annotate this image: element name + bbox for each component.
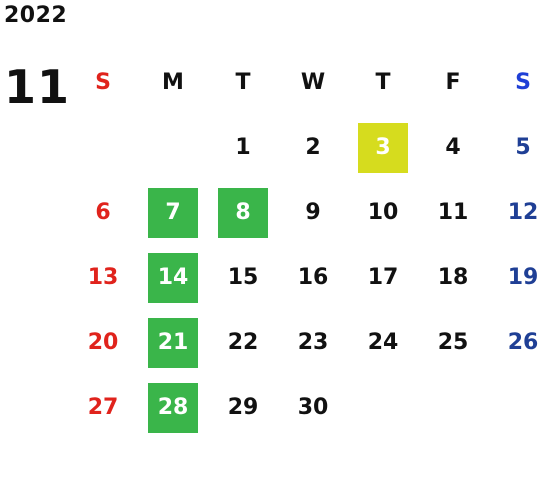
day-number: 13: [87, 265, 119, 290]
day-number: 7: [148, 187, 198, 238]
day-number: 29: [227, 395, 259, 420]
empty-day-cell: [348, 375, 418, 440]
weekday-saturday: S: [515, 70, 531, 95]
day-number: 2: [305, 135, 321, 160]
empty-day-cell: [68, 115, 138, 180]
day-cell[interactable]: 5: [488, 115, 548, 180]
day-number: 3: [358, 122, 408, 173]
day-number: 5: [515, 135, 531, 160]
day-cell[interactable]: 17: [348, 245, 418, 310]
day-cell[interactable]: 28: [138, 375, 208, 440]
day-number: 21: [148, 317, 198, 368]
day-number: [148, 123, 198, 173]
day-cell[interactable]: 16: [278, 245, 348, 310]
day-cell[interactable]: 22: [208, 310, 278, 375]
weekday-wednesday: W: [300, 70, 326, 95]
day-number: 1: [235, 135, 251, 160]
day-cell[interactable]: 20: [68, 310, 138, 375]
day-cell[interactable]: 10: [348, 180, 418, 245]
day-cell[interactable]: 30: [278, 375, 348, 440]
day-cell[interactable]: 3: [348, 115, 418, 180]
day-number: [78, 123, 128, 173]
day-number: 19: [507, 265, 539, 290]
day-cell[interactable]: 21: [138, 310, 208, 375]
day-cell[interactable]: 15: [208, 245, 278, 310]
weekday-sunday: S: [95, 70, 111, 95]
weekday-thursday: T: [375, 70, 391, 95]
day-cell[interactable]: 23: [278, 310, 348, 375]
day-number: 12: [507, 200, 539, 225]
day-number: 11: [437, 200, 469, 225]
day-number: 6: [95, 200, 111, 225]
day-cell[interactable]: 6: [68, 180, 138, 245]
empty-day-cell: [418, 375, 488, 440]
empty-day-cell: [138, 115, 208, 180]
day-number: 20: [87, 330, 119, 355]
day-cell[interactable]: 25: [418, 310, 488, 375]
day-cell[interactable]: 12: [488, 180, 548, 245]
day-number: 9: [305, 200, 321, 225]
day-cell[interactable]: 26: [488, 310, 548, 375]
year-label: 2022: [4, 3, 68, 28]
weekday-tuesday: T: [235, 70, 251, 95]
day-number: 17: [367, 265, 399, 290]
day-number: 10: [367, 200, 399, 225]
weekday-monday: M: [162, 70, 184, 95]
day-cell[interactable]: 13: [68, 245, 138, 310]
day-cell[interactable]: 11: [418, 180, 488, 245]
day-cell[interactable]: 9: [278, 180, 348, 245]
day-number: 8: [218, 187, 268, 238]
day-number: 24: [367, 330, 399, 355]
day-number: 25: [437, 330, 469, 355]
day-cell[interactable]: 18: [418, 245, 488, 310]
day-cell[interactable]: 8: [208, 180, 278, 245]
day-number: 16: [297, 265, 329, 290]
day-cell[interactable]: 4: [418, 115, 488, 180]
day-number: 4: [445, 135, 461, 160]
day-cell[interactable]: 2: [278, 115, 348, 180]
day-number: 23: [297, 330, 329, 355]
day-number: 30: [297, 395, 329, 420]
day-cell[interactable]: 29: [208, 375, 278, 440]
month-label: 11: [4, 60, 71, 114]
day-cell[interactable]: 14: [138, 245, 208, 310]
day-number: 28: [148, 382, 198, 433]
day-cell[interactable]: 24: [348, 310, 418, 375]
day-number: 14: [148, 252, 198, 303]
day-number: 26: [507, 330, 539, 355]
day-cell[interactable]: 7: [138, 180, 208, 245]
day-cell[interactable]: 1: [208, 115, 278, 180]
day-number: [498, 383, 548, 433]
day-cell[interactable]: 19: [488, 245, 548, 310]
day-cell[interactable]: 27: [68, 375, 138, 440]
weekday-friday: F: [445, 70, 461, 95]
day-number: 15: [227, 265, 259, 290]
day-number: 18: [437, 265, 469, 290]
day-number: [428, 383, 478, 433]
day-number: 27: [87, 395, 119, 420]
empty-day-cell: [488, 375, 548, 440]
day-number: 22: [227, 330, 259, 355]
day-number: [358, 383, 408, 433]
